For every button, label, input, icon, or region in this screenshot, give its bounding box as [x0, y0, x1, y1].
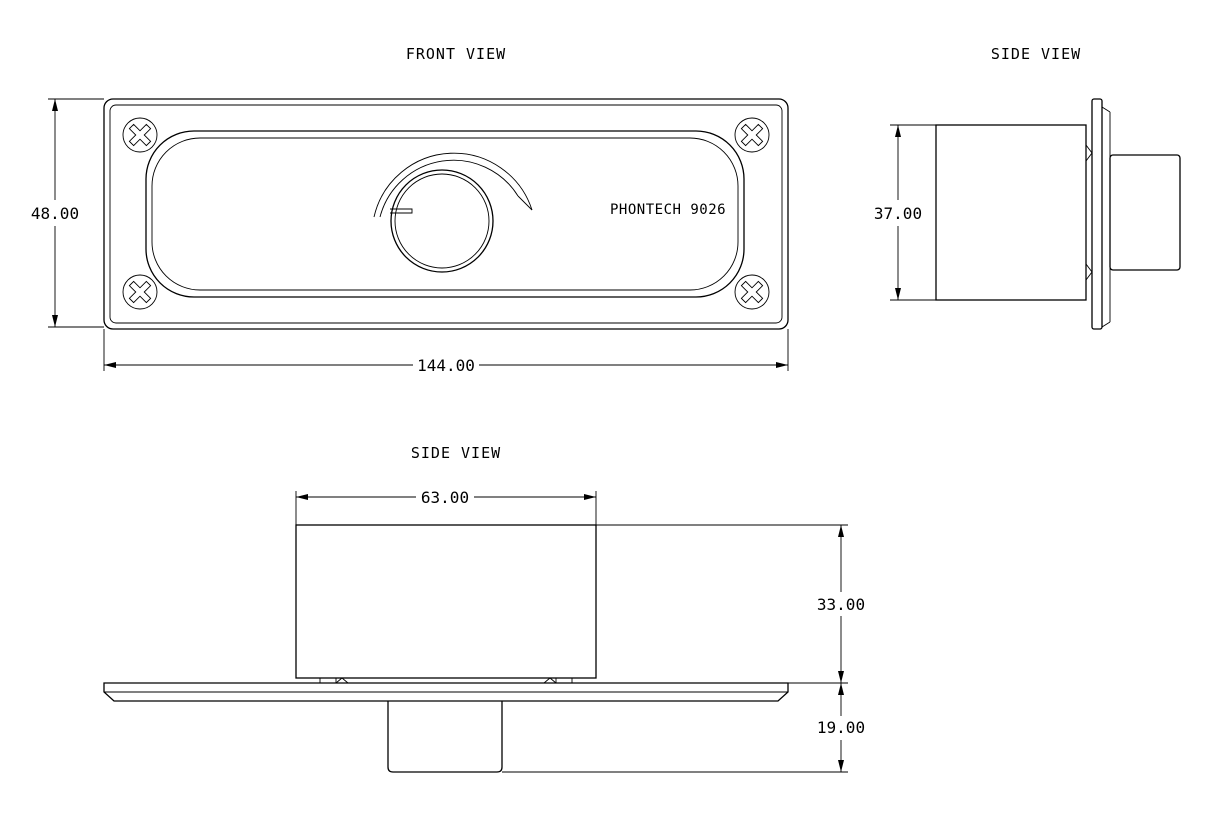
bottom-knob [387, 701, 503, 773]
dimension-label: 48.00 [31, 204, 79, 223]
dimension-label: 63.00 [421, 488, 469, 507]
side-body [935, 124, 1087, 301]
front-recess-outer [145, 130, 745, 298]
dimension-bottom-body-height: 33.00 [596, 524, 865, 684]
dimension-bottom-width: 63.00 [295, 488, 597, 525]
front-view: FRONT VIEW PHONTECH 9026 48.00 [31, 45, 789, 375]
screw-icon [734, 117, 770, 153]
side-knob [1109, 154, 1181, 271]
front-recess-inner [151, 137, 739, 291]
bottom-body [295, 524, 597, 679]
dimension-bottom-knob-height: 19.00 [502, 683, 865, 773]
product-label: PHONTECH 9026 [610, 202, 726, 218]
dimension-label: 33.00 [817, 595, 865, 614]
dimension-label: 37.00 [874, 204, 922, 223]
screw-icon [734, 274, 770, 310]
side-view-bottom: SIDE VIEW 63.00 33.00 [103, 444, 865, 773]
dimension-front-height: 48.00 [31, 98, 104, 328]
front-view-title: FRONT VIEW [406, 45, 506, 63]
side-plate [1091, 98, 1103, 330]
screw-icon [122, 274, 158, 310]
dimension-label: 144.00 [417, 356, 475, 375]
volume-knob [373, 152, 533, 273]
side-view-right-title: SIDE VIEW [991, 45, 1081, 63]
dimension-side-height: 37.00 [874, 124, 936, 301]
dimension-front-width: 144.00 [103, 329, 789, 375]
screw-icon [122, 117, 158, 153]
dimension-label: 19.00 [817, 718, 865, 737]
front-plate-inner [109, 104, 783, 324]
front-plate-outer [103, 98, 789, 330]
side-view-right: SIDE VIEW 37.00 [874, 45, 1181, 330]
side-view-bottom-title: SIDE VIEW [411, 444, 501, 462]
